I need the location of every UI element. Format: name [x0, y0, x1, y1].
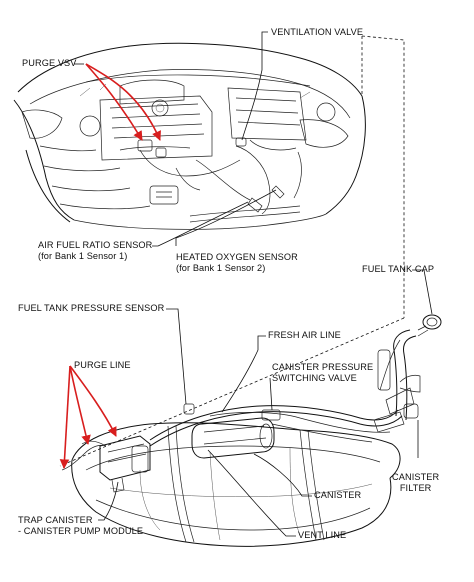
- fuel-system-illustration: [61, 314, 442, 547]
- label-af-sensor-line2: (for Bank 1 Sensor 1): [38, 251, 128, 261]
- label-cpsv-line2: SWITCHING VALVE: [272, 373, 357, 383]
- engine-bay-illustration: [13, 42, 366, 230]
- red-callout-arrows: [59, 63, 161, 469]
- label-ventilation-valve: VENTILATION VALVE: [271, 27, 364, 37]
- label-trap-canister: TRAP CANISTER - CANISTER PUMP MODULE: [18, 515, 143, 537]
- label-canister-filter-line2: FILTER: [399, 483, 432, 493]
- label-af-sensor-line1: AIR FUEL RATIO SENSOR: [38, 240, 153, 250]
- label-canister-pressure-switching-valve: CANISTER PRESSURE SWITCHING VALVE: [272, 362, 373, 384]
- label-fuel-tank-cap: FUEL TANK CAP: [362, 264, 435, 274]
- label-purge-line: PURGE LINE: [74, 360, 131, 370]
- label-trap-canister-line2: - CANISTER PUMP MODULE: [18, 526, 144, 536]
- label-purge-vsv: PURGE VSV: [22, 58, 77, 68]
- label-canister-filter-line1: CANISTER: [392, 472, 440, 482]
- label-ho2-sensor-line1: HEATED OXYGEN SENSOR: [176, 252, 298, 262]
- dashed-zoom-frame: [59, 35, 405, 467]
- label-vent-line: VENT LINE: [298, 530, 347, 540]
- label-af-sensor: AIR FUEL RATIO SENSOR (for Bank 1 Sensor…: [38, 240, 152, 262]
- label-fresh-air-line: FRESH AIR LINE: [268, 330, 341, 340]
- label-fuel-tank-pressure-sensor: FUEL TANK PRESSURE SENSOR: [18, 303, 165, 313]
- label-heated-oxygen-sensor: HEATED OXYGEN SENSOR (for Bank 1 Sensor …: [176, 252, 298, 274]
- label-cpsv-line1: CANISTER PRESSURE: [272, 362, 374, 372]
- label-trap-canister-line1: TRAP CANISTER: [18, 515, 93, 525]
- label-canister: CANISTER: [314, 490, 362, 500]
- leader-lines: [74, 31, 433, 537]
- label-ho2-sensor-line2: (for Bank 1 Sensor 2): [176, 263, 266, 273]
- label-canister-filter: CANISTER FILTER: [392, 472, 439, 494]
